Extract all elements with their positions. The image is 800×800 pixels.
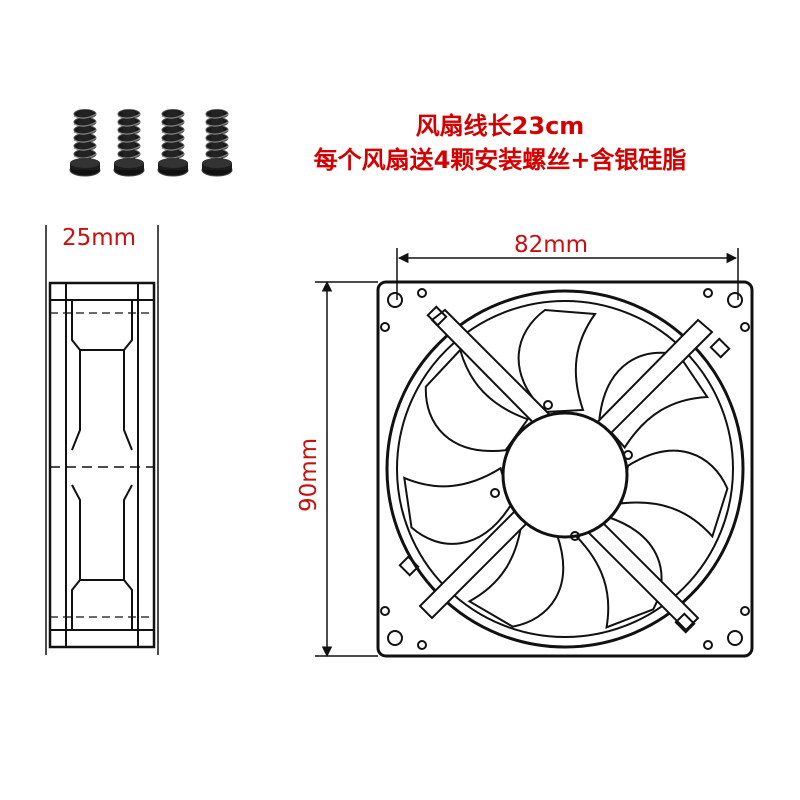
screw-icon	[113, 109, 145, 177]
fan-blade	[620, 449, 729, 539]
dimension-lines	[315, 248, 739, 658]
dimension-height-label: 90mm	[296, 437, 322, 512]
fan-front-view	[376, 280, 754, 658]
caption-accessories: 每个风扇送4颗安装螺丝+含银硅脂	[313, 146, 687, 174]
screw-icon	[157, 109, 189, 177]
screws-group	[69, 109, 233, 177]
dimension-thickness-label: 25mm	[62, 225, 137, 251]
fan-blade	[517, 308, 597, 414]
caption-cable-length: 风扇线长23cm	[415, 112, 585, 140]
fan-blade	[424, 348, 530, 453]
dimension-width-label: 82mm	[514, 232, 589, 258]
screw-icon	[69, 109, 101, 177]
fan-blade	[574, 516, 663, 629]
screw-icon	[201, 109, 233, 177]
fan-blade	[403, 466, 513, 545]
fan-blade	[467, 518, 565, 628]
fan-side-view	[45, 225, 159, 655]
fan-blade	[598, 351, 710, 450]
